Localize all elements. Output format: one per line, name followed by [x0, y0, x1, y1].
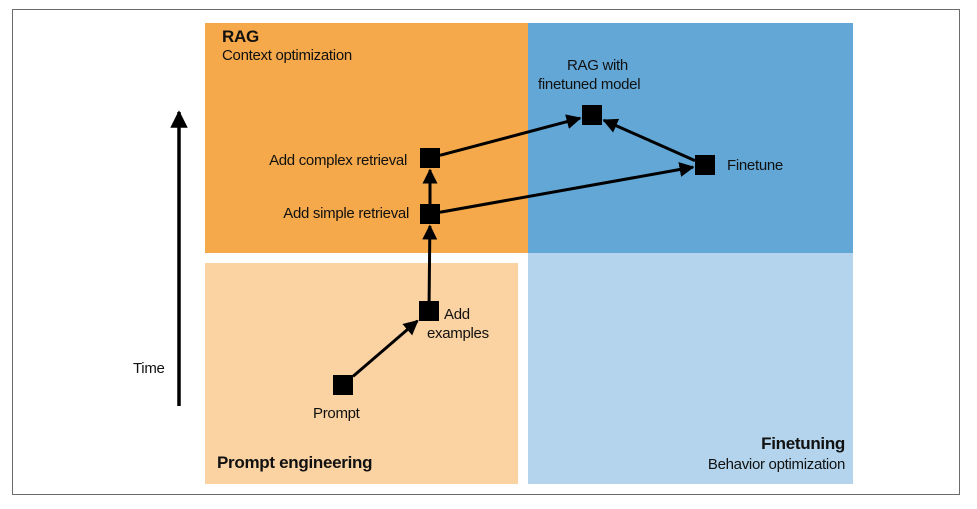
node-add-examples [419, 301, 439, 321]
prompt-engineering-title: Prompt engineering [217, 453, 373, 472]
node-label-prompt: Prompt [313, 405, 360, 422]
node-label-add-examples-line2: examples [427, 325, 489, 342]
node-label-add-complex-retrieval: Add complex retrieval [269, 152, 407, 169]
node-prompt [333, 375, 353, 395]
node-label-rag-finetuned-line1: RAG with [567, 57, 628, 74]
quadrant-rag-finetuning-overlap [528, 23, 853, 253]
figure-frame [12, 9, 960, 495]
edge-add-simple-retrieval-to-finetune [439, 162, 695, 214]
node-label-add-simple-retrieval: Add simple retrieval [283, 205, 409, 222]
edge-prompt-to-add-examples [352, 319, 419, 378]
quadrant-finetuning: Finetuning Behavior optimization [528, 253, 853, 484]
node-label-add-examples-line1: Add [444, 306, 470, 323]
quadrant-rag: RAG Context optimization [205, 23, 528, 253]
time-axis-label: Time [133, 360, 165, 377]
edge-add-complex-retrieval-to-rag-finetuned [439, 114, 582, 157]
quadrant-prompt-engineering: Prompt engineering [205, 263, 518, 484]
finetuning-subtitle: Behavior optimization [707, 456, 845, 473]
rag-subtitle: Context optimization [222, 47, 352, 64]
node-add-simple-retrieval [420, 204, 440, 224]
node-label-rag-finetuned-line2: finetuned model [538, 76, 641, 93]
finetuning-title: Finetuning [761, 434, 845, 453]
node-finetune [695, 155, 715, 175]
edge-finetune-to-rag-finetuned [602, 118, 696, 162]
node-add-complex-retrieval [420, 148, 440, 168]
node-rag-finetuned [582, 105, 602, 125]
rag-title: RAG [222, 27, 259, 46]
edge-add-examples-to-add-simple-retrieval [422, 224, 438, 302]
node-label-finetune: Finetune [727, 157, 783, 174]
